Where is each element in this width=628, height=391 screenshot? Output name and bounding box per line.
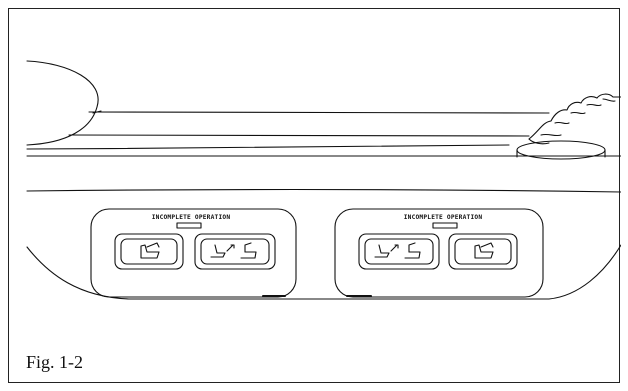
left-switch-panel: INCOMPLETE OPERATION — [90, 208, 297, 298]
seat-icon — [140, 242, 160, 259]
left-armrest-shape — [26, 60, 102, 146]
seat-icon — [474, 242, 494, 259]
indicator-lamp — [176, 222, 202, 229]
incomplete-operation-label: INCOMPLETE OPERATION — [404, 214, 483, 221]
seat-memory-button[interactable] — [114, 233, 184, 270]
upper-trim — [26, 111, 621, 193]
incomplete-operation-label: INCOMPLETE OPERATION — [152, 214, 231, 221]
figure-caption: Fig. 1-2 — [26, 352, 84, 372]
seat-recline-icon — [210, 242, 257, 259]
console-illustration: INCOMPLETE OPERATION — [26, 60, 621, 300]
seat-mode-button[interactable] — [358, 233, 440, 270]
hand-on-knob — [516, 93, 621, 160]
indicator-lamp — [432, 222, 458, 229]
seat-recline-icon — [374, 242, 421, 259]
seat-mode-button[interactable] — [194, 233, 276, 270]
figure-frame: INCOMPLETE OPERATION — [8, 8, 621, 383]
right-switch-panel: INCOMPLETE OPERATION — [334, 208, 544, 298]
seat-memory-button[interactable] — [448, 233, 518, 270]
lower-console-outline — [26, 244, 621, 300]
